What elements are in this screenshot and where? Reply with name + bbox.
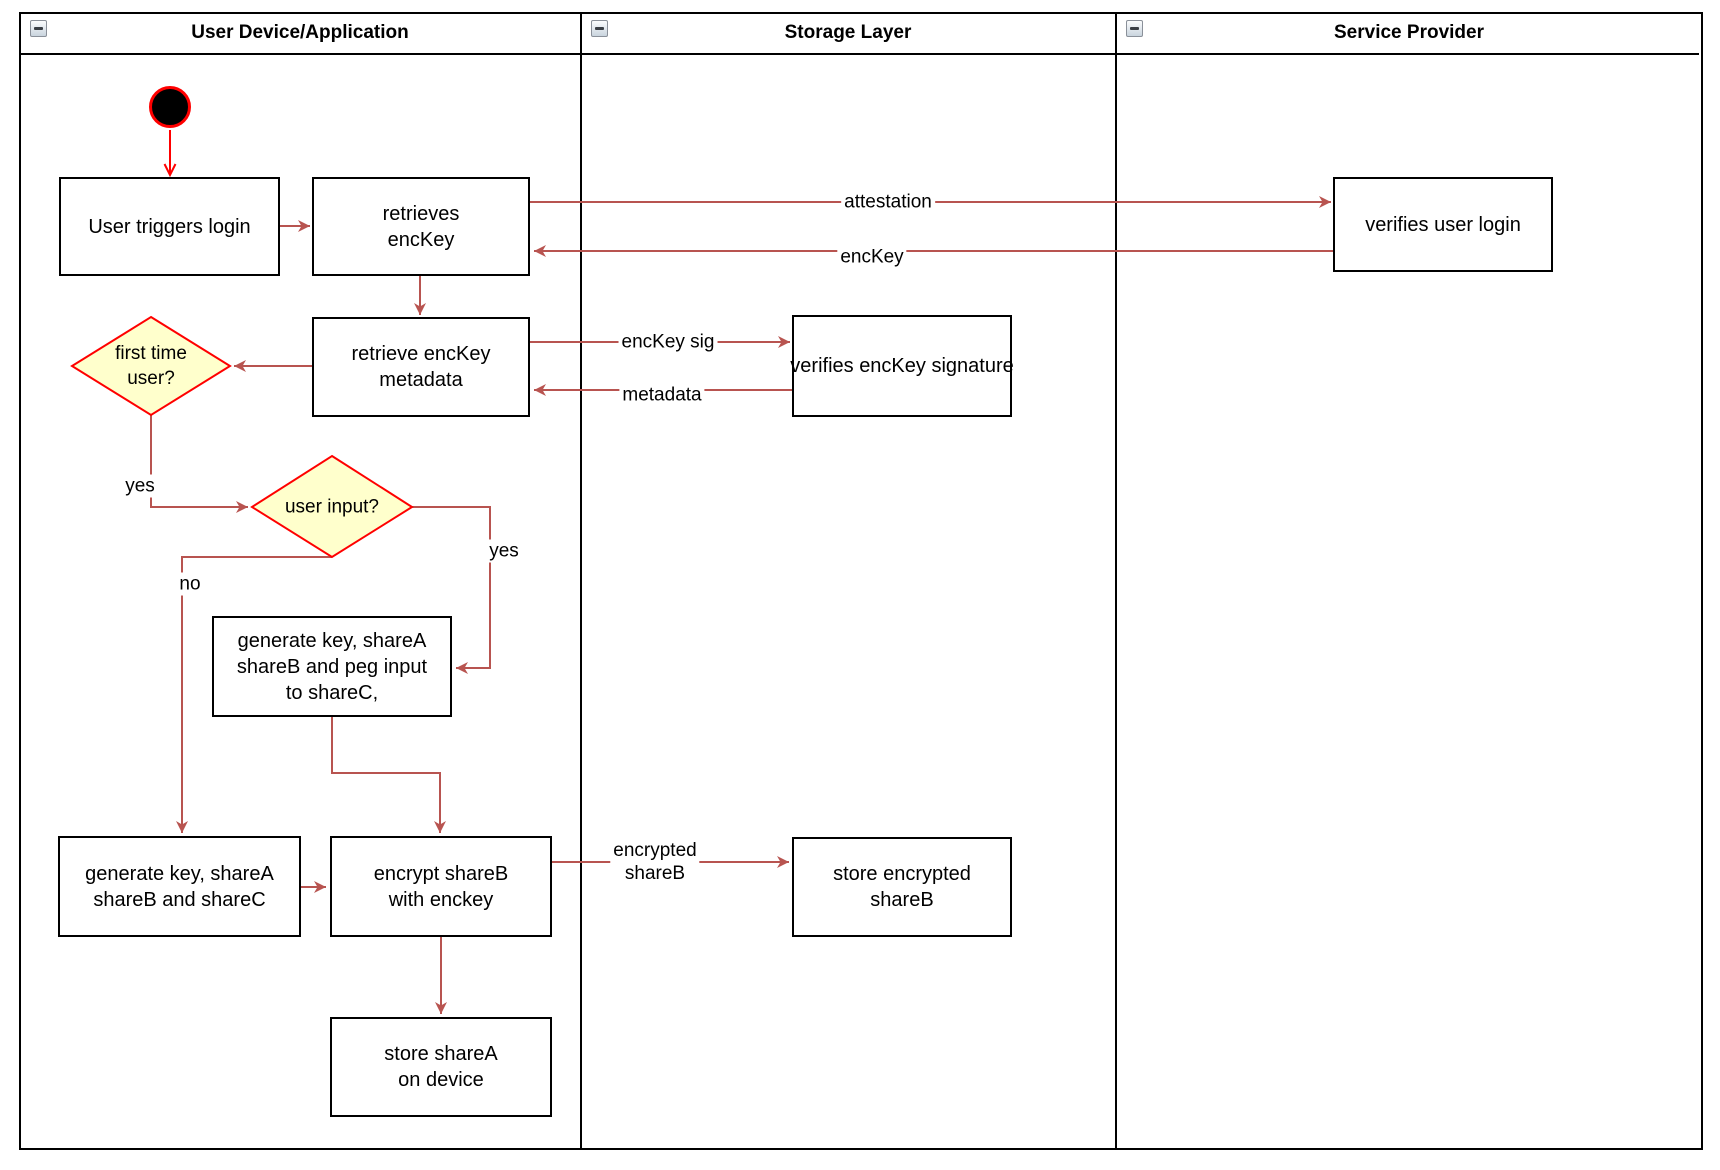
edge-label-metadata: metadata bbox=[619, 383, 705, 407]
node-verifies-user-login[interactable]: verifies user login bbox=[1333, 177, 1553, 272]
edge-label-no-user-input: no bbox=[176, 572, 204, 596]
node-encrypt-shareb[interactable]: encrypt shareB with enckey bbox=[330, 836, 552, 937]
minus-icon bbox=[1130, 27, 1139, 30]
node-store-sharea[interactable]: store shareA on device bbox=[330, 1017, 552, 1117]
node-store-encrypted-shareb[interactable]: store encrypted shareB bbox=[792, 837, 1012, 937]
pool-header-row bbox=[19, 12, 1699, 55]
decision-first-time-user-label: first time user? bbox=[115, 343, 187, 389]
lane-divider-2 bbox=[1115, 12, 1117, 1150]
edge-peg-to-encrypt[interactable] bbox=[331, 717, 446, 833]
lane-divider-1 bbox=[580, 12, 582, 1150]
edge-label-enckey-sig: encKey sig bbox=[618, 330, 718, 354]
node-generate-shares[interactable]: generate key, shareA shareB and shareC bbox=[58, 836, 301, 937]
node-generate-peg-sharec[interactable]: generate key, shareA shareB and peg inpu… bbox=[212, 616, 452, 717]
edge-firsttime-yes[interactable] bbox=[150, 415, 248, 513]
start-node[interactable] bbox=[149, 86, 191, 128]
node-retrieves-enckey[interactable]: retrieves encKey bbox=[312, 177, 530, 276]
node-user-triggers-login[interactable]: User triggers login bbox=[59, 177, 280, 276]
edge-label-attestation: attestation bbox=[841, 190, 935, 214]
node-verifies-enckey-signature[interactable]: verifies encKey signature bbox=[790, 315, 1014, 417]
decision-user-input-label: user input? bbox=[284, 496, 380, 518]
collapse-lane-button-user-device[interactable] bbox=[30, 20, 47, 37]
minus-icon bbox=[34, 27, 43, 30]
edge-label-yes-user-input: yes bbox=[486, 539, 522, 563]
minus-icon bbox=[595, 27, 604, 30]
edge-userinput-yes[interactable] bbox=[412, 506, 491, 674]
collapse-lane-button-storage-layer[interactable] bbox=[591, 20, 608, 37]
lane-title-user-device: User Device/Application bbox=[191, 22, 409, 43]
decision-user-input[interactable] bbox=[250, 454, 414, 559]
lane-title-storage-layer: Storage Layer bbox=[784, 22, 912, 43]
edge-label-encrypted-shareb: encrypted shareB bbox=[610, 839, 700, 885]
decision-first-time-user[interactable] bbox=[70, 315, 232, 417]
node-retrieve-enckey-metadata[interactable]: retrieve encKey metadata bbox=[312, 317, 530, 417]
edge-label-enckey: encKey bbox=[837, 245, 907, 269]
lane-title-service-provider: Service Provider bbox=[1334, 22, 1484, 43]
edge-userinput-no[interactable] bbox=[176, 556, 332, 833]
collapse-lane-button-service-provider[interactable] bbox=[1126, 20, 1143, 37]
edge-label-yes-first-time: yes bbox=[122, 474, 158, 498]
